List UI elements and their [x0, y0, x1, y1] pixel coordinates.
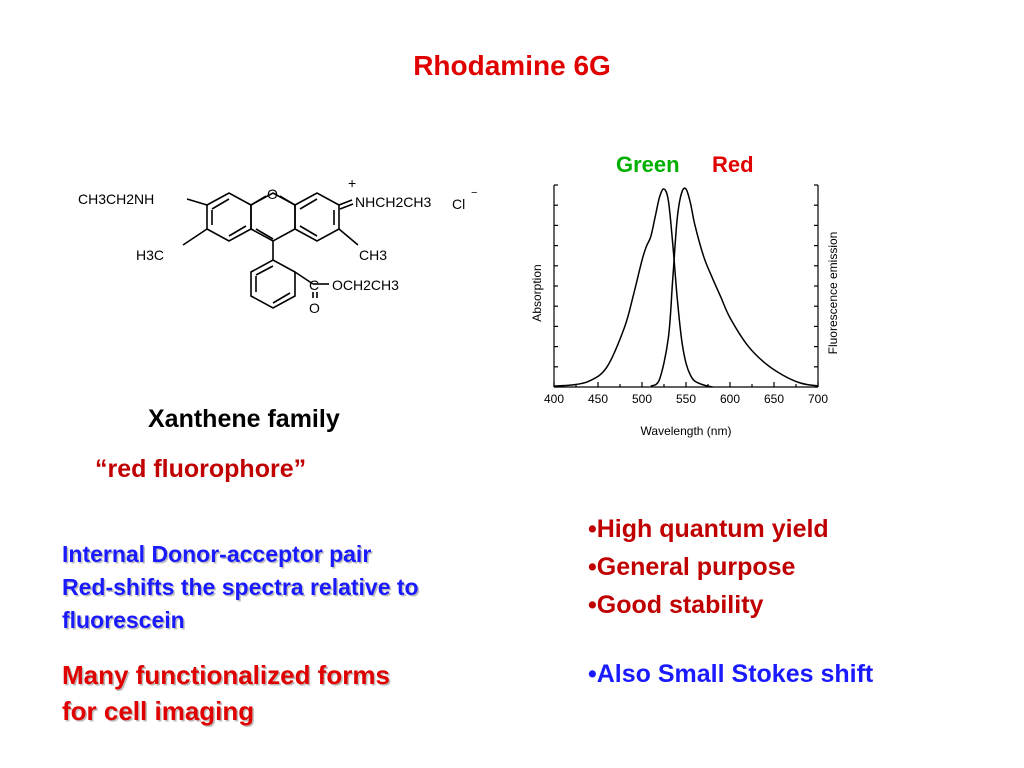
methyl-left-label: H3C — [136, 247, 164, 263]
bullet-general-purpose: •General purpose — [588, 553, 796, 581]
red-line-2: for cell imaging — [62, 696, 255, 726]
carbonyl-c-label: C — [309, 277, 319, 293]
red-fluorophore-quote: “red fluorophore” — [95, 455, 307, 483]
minus-label: − — [471, 187, 477, 199]
blue-line-1: Internal Donor-acceptor pair — [62, 541, 372, 567]
x-axis-label: Wavelength (nm) — [641, 424, 732, 438]
y-axis-left-label: Absorption — [530, 264, 544, 321]
ester-label: OCH2CH3 — [332, 277, 399, 293]
absorption-curve — [553, 188, 713, 388]
carbonyl-o-label: O — [309, 300, 320, 316]
blue-line-3: fluorescein — [62, 607, 185, 633]
legend-red: Red — [712, 152, 754, 177]
oxygen-label: O — [267, 186, 278, 202]
spectrum-chart: 400 450 500 550 600 650 700 Wavelength (nm) Ab… — [530, 184, 840, 438]
x-tick-label: 400 — [544, 392, 564, 406]
legend-green: Green — [616, 152, 680, 177]
chloride-label: Cl — [452, 196, 465, 212]
red-line-1: Many functionalized forms — [62, 660, 390, 690]
bullet-stokes-shift: •Also Small Stokes shift — [588, 660, 874, 688]
plus-label: + — [348, 175, 356, 191]
blue-line-2: Red-shifts the spectra relative to — [62, 574, 419, 600]
x-tick-label: 500 — [632, 392, 652, 406]
x-tick-label: 450 — [588, 392, 608, 406]
x-tick-label: 650 — [764, 392, 784, 406]
x-tick-label: 700 — [808, 392, 828, 406]
family-label: Xanthene family — [148, 405, 340, 433]
slide-title: Rhodamine 6G — [413, 50, 611, 81]
donor-acceptor-text: Internal Donor-acceptor pair Red-shifts … — [62, 538, 522, 637]
ethylamine-left-label: CH3CH2NH — [78, 191, 154, 207]
functionalized-forms-text: Many functionalized forms for cell imagi… — [62, 657, 502, 729]
y-axis-right-label: Fluorescence emission — [826, 232, 840, 355]
bullet-good-stability: •Good stability — [588, 591, 764, 619]
methyl-right-label: CH3 — [359, 247, 387, 263]
x-tick-label: 600 — [720, 392, 740, 406]
rhodamine-structure-diagram: CH3CH2NH H3C O + NHCH2CH3 Cl − CH3 C OCH… — [78, 175, 477, 316]
x-tick-label: 550 — [676, 392, 696, 406]
properties-bullet-list: •High quantum yield •General purpose •Go… — [588, 510, 829, 624]
emission-curve — [650, 187, 819, 387]
bullet-quantum-yield: •High quantum yield — [588, 515, 829, 543]
iminium-label: NHCH2CH3 — [355, 194, 431, 210]
